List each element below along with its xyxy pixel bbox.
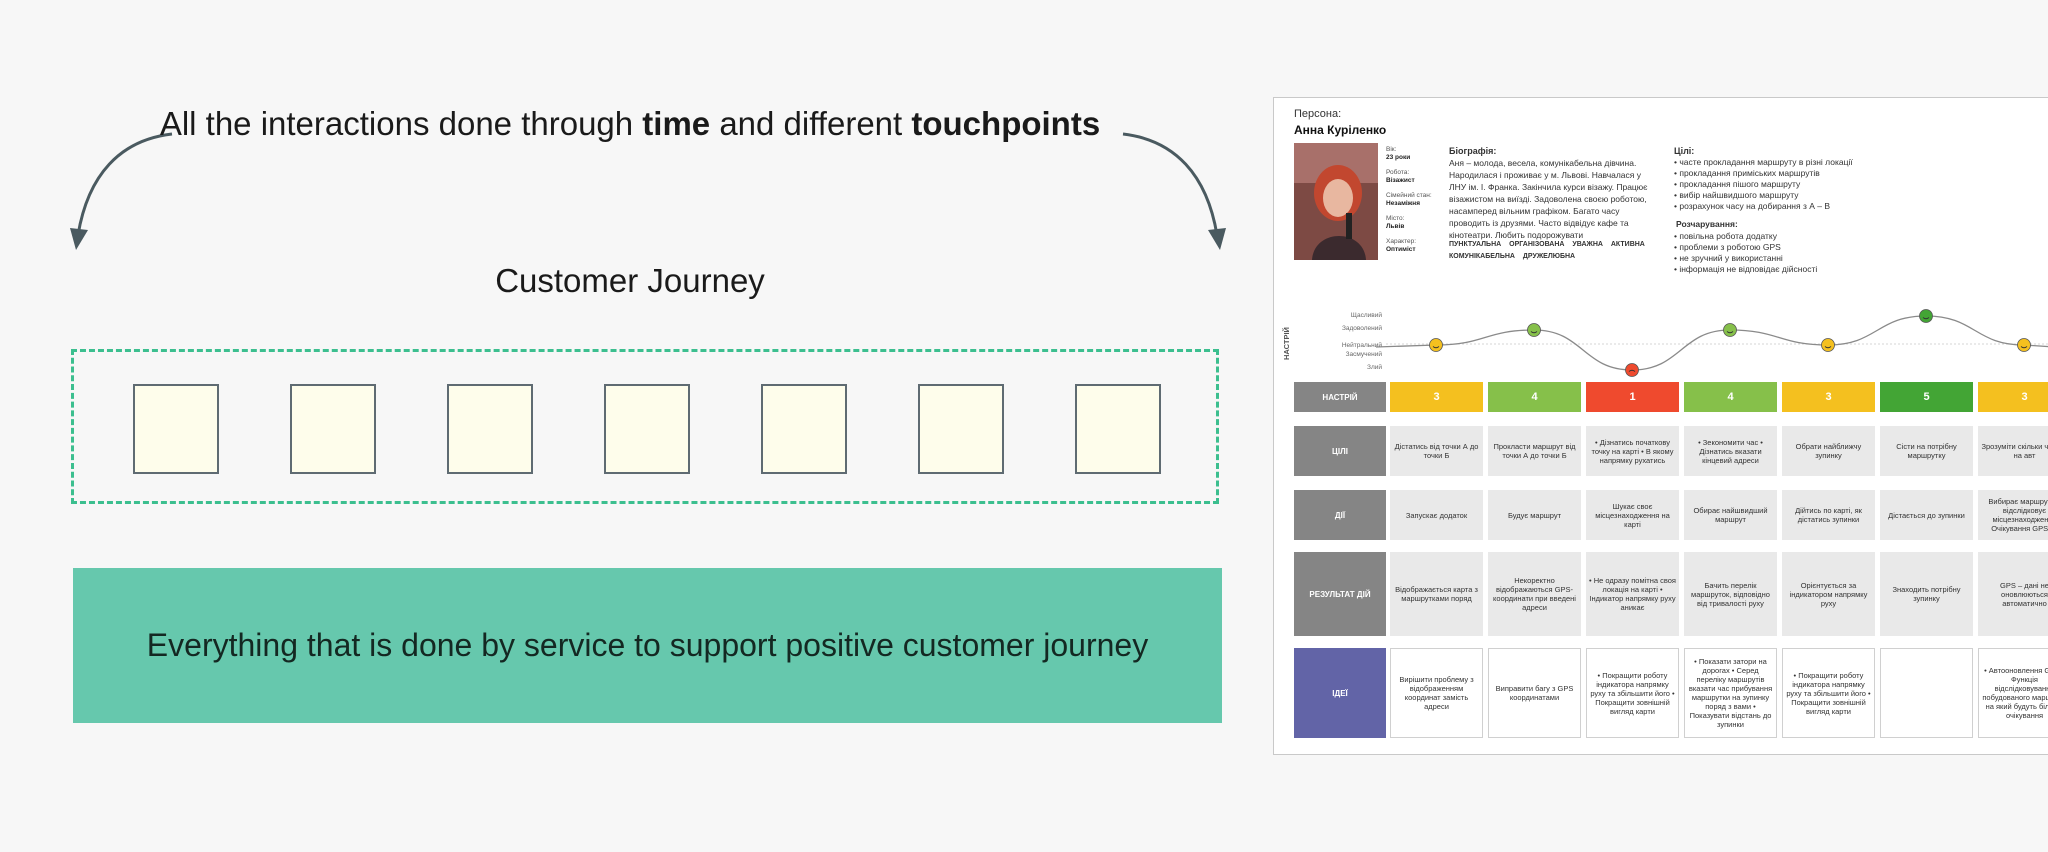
customer-journey-map-card: Персона: Анна Куріленко Вік:23 роки Робо… [1273,97,2048,755]
mood-level-label: Засмучений [1345,351,1382,358]
mood-score-cell: 3 [1782,382,1875,412]
row-label-mood: НАСТРІЙ [1294,382,1386,412]
goals-cell: Зрозуміти скільки чекати на авт [1978,426,2048,476]
frustrations-heading: Розчарування: [1676,219,1738,229]
right-curved-arrow [1122,132,1219,236]
goals-cell: • Дізнатись початкову точку на карті • В… [1586,426,1679,476]
mood-face-icon [2017,338,2031,352]
mood-score-cell: 4 [1488,382,1581,412]
results-cell: GPS – дані не оновлюються автоматично [1978,552,2048,636]
journey-step-box [290,384,376,474]
journey-step-box [604,384,690,474]
mood-face-mouth [1628,369,1636,372]
row-label-actions: ДІЇ [1294,490,1386,540]
ideas-cell: • Покращити роботу індикатора напрямку р… [1586,648,1679,738]
goals-list: • часте прокладання маршруту в різні лок… [1674,157,1853,211]
results-cell: Орієнтується за індикатором напрямку рух… [1782,552,1875,636]
persona-photo [1294,143,1378,260]
mood-face-mouth [1530,331,1538,334]
persona-fact: Місто:Львів [1386,215,1405,230]
mood-curve-chart [1375,309,2048,377]
mood-level-label: Щасливий [1350,312,1382,319]
journey-step-box [447,384,533,474]
mood-face-mouth [1726,331,1734,334]
headline-bold-touchpoints: touchpoints [911,105,1101,142]
headline: All the interactions done through time a… [150,100,1110,148]
ideas-cell: • Покращити роботу індикатора напрямку р… [1782,648,1875,738]
actions-cell: Будує маршрут [1488,490,1581,540]
actions-cell: Дістається до зупинки [1880,490,1973,540]
persona-traits: ПУНКТУАЛЬНА ОРГАНІЗОВАНА УВАЖНА АКТИВНА … [1449,241,1645,260]
persona-label: Персона: [1294,108,1342,120]
persona-fact: Характер:Оптиміст [1386,238,1417,253]
row-label-results: РЕЗУЛЬТАТ ДІЙ [1294,552,1386,636]
ideas-cell [1880,648,1973,738]
mood-face-icon [1527,323,1541,337]
mood-level-label: Злий [1367,364,1382,371]
mood-face-icon [1723,323,1737,337]
goals-cell: Дістатись від точки А до точки Б [1390,426,1483,476]
journey-step-box [761,384,847,474]
results-cell: Некоректно відображаються GPS-координати… [1488,552,1581,636]
right-arrow-head [1208,228,1226,250]
mood-score-cell: 1 [1586,382,1679,412]
row-label-ideas: ІДЕЇ [1294,648,1386,738]
biography-text: Аня – молода, весела, комунікабельна дів… [1449,158,1648,240]
mood-face-mouth [1922,317,1930,320]
row-label-goals: ЦІЛІ [1294,426,1386,476]
mood-score-cell: 5 [1880,382,1973,412]
journey-step-box [918,384,1004,474]
left-curved-arrow [76,132,173,236]
frustrations-list: • повільна робота додатку• проблеми з ро… [1674,231,1818,274]
ideas-cell: • Показати затори на дорогах • Серед пер… [1684,648,1777,738]
biography-heading: Біографія: [1449,146,1497,156]
ideas-cell: • Автооновлення GPS • Функція відслідков… [1978,648,2048,738]
results-cell: Знаходить потрібну зупинку [1880,552,1973,636]
ideas-cell: Вирішити проблему з відображенням коорди… [1390,648,1483,738]
goals-cell: • Зекономити час • Дізнатись вказати кін… [1684,426,1777,476]
ideas-cell: Виправити багу з GPS координатами [1488,648,1581,738]
mood-face-icon [1429,338,1443,352]
journey-step-box [133,384,219,474]
actions-cell: Запускає додаток [1390,490,1483,540]
actions-cell: Шукає своє місцезнаходження на карті [1586,490,1679,540]
mood-curve [1375,315,2048,371]
actions-cell: Обирає найшвидший маршрут [1684,490,1777,540]
results-cell: Відображається карта з маршрутками поряд [1390,552,1483,636]
goals-cell: Обрати найближчу зупинку [1782,426,1875,476]
mood-face-icon [1919,309,1933,323]
mood-level-label: Нейтральний [1341,342,1382,349]
actions-cell: Дійтись по карті, як дістатись зупинки [1782,490,1875,540]
mood-level-label: Задоволений [1341,325,1382,332]
journey-step-box [1075,384,1161,474]
mood-score-cell: 4 [1684,382,1777,412]
customer-journey-title: Customer Journey [495,262,765,299]
goals-heading: Цілі: [1674,146,1695,156]
persona-fact: Вік:23 роки [1386,146,1411,161]
goals-cell: Сісти на потрібну маршрутку [1880,426,1973,476]
mood-face-icon [1821,338,1835,352]
mood-face-mouth [1824,346,1832,349]
actions-cell: Вибирає маршрут та відслідковує місцезна… [1978,490,2048,540]
headline-text-2: and different [710,105,912,142]
mood-score-cell: 3 [1978,382,2048,412]
goals-cell: Прокласти маршрут від точки А до точки Б [1488,426,1581,476]
mood-face-mouth [2020,346,2028,349]
persona-fact: Сімейний стан:Незаміжня [1386,192,1432,207]
persona-name: Анна Куріленко [1294,123,1387,137]
headline-text-1: All the interactions done through [159,105,643,142]
results-cell: Бачить перелік маршруток, відповідно від… [1684,552,1777,636]
persona-fact: Робота:Візажист [1386,169,1415,184]
banner-text: Everything that is done by service to su… [146,627,1149,663]
left-arrow-head [70,228,88,250]
mood-face-mouth [1432,346,1440,349]
persona-portrait-icon [1294,143,1378,260]
service-support-banner: Everything that is done by service to su… [73,568,1222,723]
journey-dashed-box [71,349,1219,504]
headline-bold-time: time [642,105,711,142]
results-cell: • Не одразу помітна своя локація на карт… [1586,552,1679,636]
mood-score-cell: 3 [1390,382,1483,412]
